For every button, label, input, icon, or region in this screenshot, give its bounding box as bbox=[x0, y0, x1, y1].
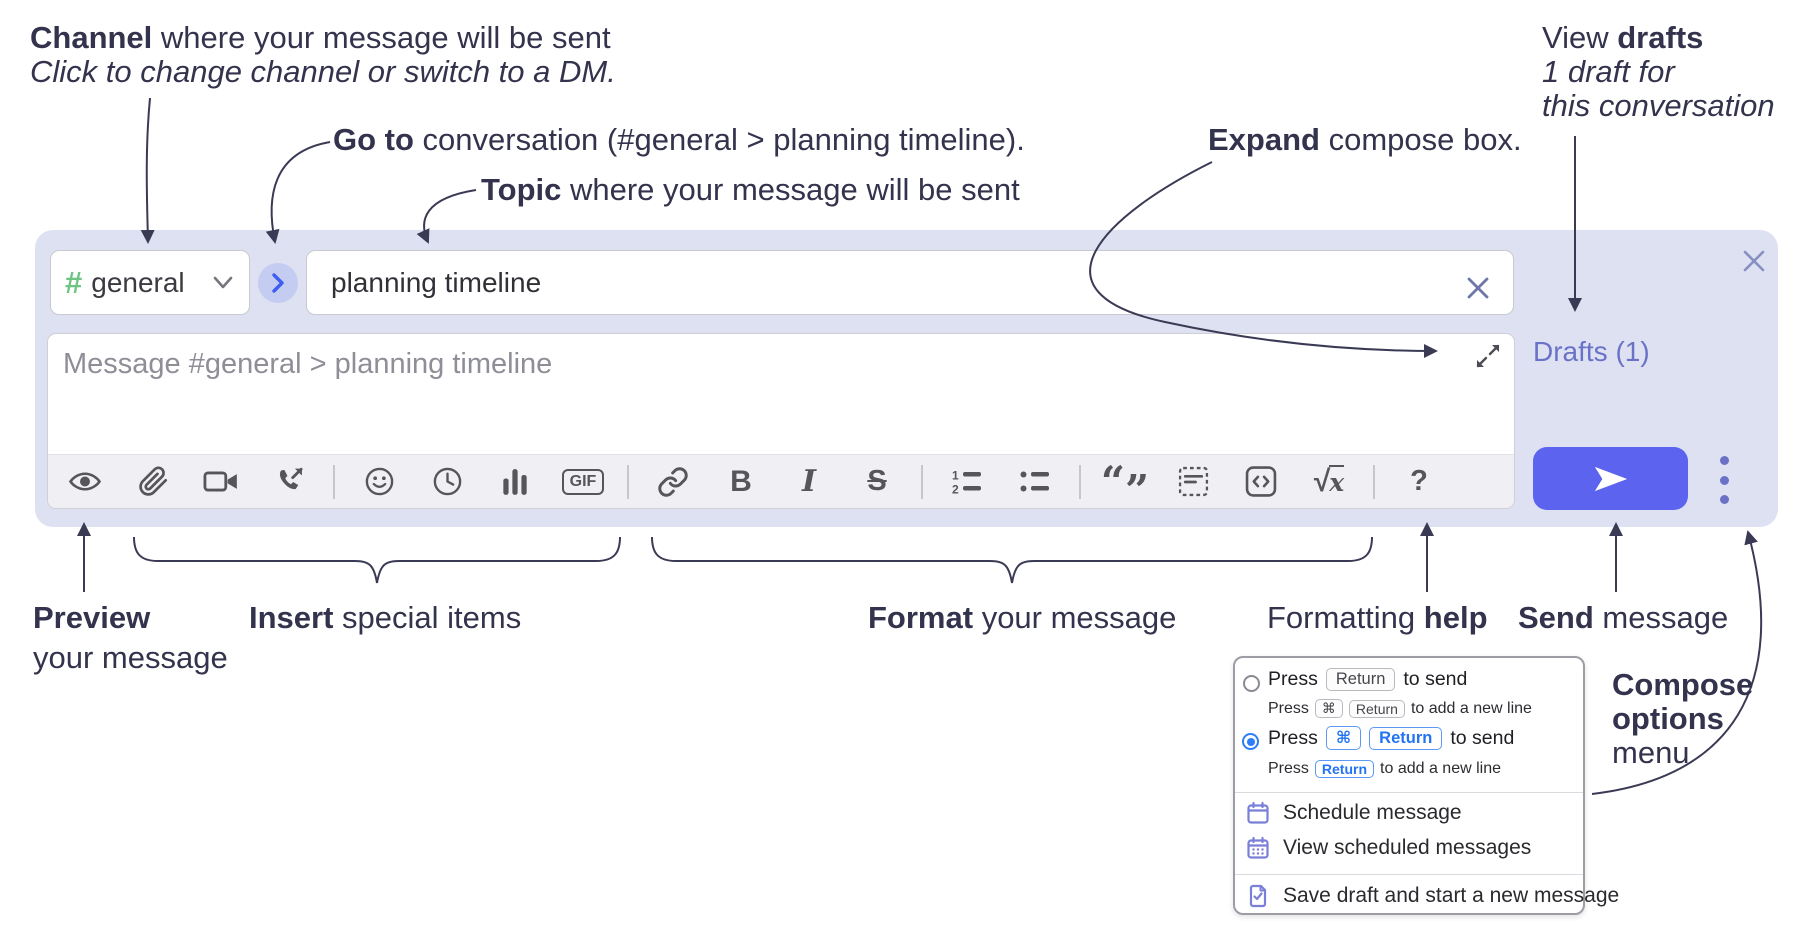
compose-options-menu-icon[interactable] bbox=[1712, 456, 1736, 504]
code-icon[interactable] bbox=[1227, 455, 1295, 509]
gif-icon[interactable]: GIF bbox=[549, 455, 617, 509]
toolbar-divider bbox=[1363, 455, 1385, 509]
popup-separator bbox=[1235, 792, 1583, 793]
annotation-view-drafts-bold: drafts bbox=[1617, 20, 1704, 55]
popup-separator bbox=[1235, 874, 1583, 875]
kbd-return: Return bbox=[1348, 699, 1405, 718]
topic-input[interactable] bbox=[306, 250, 1514, 315]
math-icon[interactable]: √x bbox=[1313, 464, 1345, 498]
poll-icon[interactable] bbox=[481, 455, 549, 509]
channel-selector[interactable]: # general bbox=[50, 250, 250, 315]
kbd-cmd: ⌘ bbox=[1314, 699, 1343, 718]
label-format: Format your message bbox=[868, 600, 1177, 635]
annotation-topic: Topic where your message will be sent bbox=[481, 172, 1020, 208]
strikethrough-icon[interactable]: S bbox=[867, 465, 887, 497]
chevron-down-icon bbox=[213, 276, 233, 288]
quote-icon[interactable]: “” bbox=[1100, 456, 1150, 515]
menu-item-view-scheduled[interactable]: View scheduled messages bbox=[1246, 836, 1531, 860]
annotation-channel-bold: Channel bbox=[30, 20, 153, 55]
menu-item-save-draft[interactable]: Save draft and start a new message bbox=[1246, 884, 1619, 908]
label-insert: Insert special items bbox=[249, 600, 522, 635]
svg-text:2: 2 bbox=[952, 483, 959, 496]
send-button[interactable] bbox=[1533, 447, 1688, 510]
channel-name: general bbox=[91, 266, 185, 298]
annotation-view-drafts-line2: 1 draft for bbox=[1542, 54, 1675, 89]
annotation-topic-rest: where your message will be sent bbox=[561, 172, 1020, 207]
annotation-goto-bold: Go to bbox=[333, 122, 414, 157]
attach-file-icon[interactable] bbox=[119, 455, 187, 509]
annotation-goto-rest: conversation (#general > planning timeli… bbox=[413, 122, 1025, 157]
annotation-topic-bold: Topic bbox=[481, 172, 562, 207]
compose-options-popup bbox=[1233, 656, 1585, 915]
toolbar-divider bbox=[1069, 455, 1091, 509]
label-formatting-help: Formatting help bbox=[1267, 600, 1488, 635]
send-icon bbox=[1594, 466, 1627, 491]
popup-option1[interactable]: Press Return to send bbox=[1268, 668, 1468, 691]
annotation-expand: Expand compose box. bbox=[1208, 122, 1522, 158]
arrow-goto bbox=[265, 141, 331, 244]
message-placeholder: Message #general > planning timeline bbox=[63, 348, 553, 380]
kbd-return: Return bbox=[1325, 668, 1396, 691]
kbd-return: Return bbox=[1314, 760, 1375, 778]
popup-option2-sub: Press Return to add a new line bbox=[1268, 760, 1502, 778]
drafts-link[interactable]: Drafts (1) bbox=[1533, 336, 1650, 367]
emoji-icon[interactable] bbox=[345, 455, 413, 509]
close-compose-icon[interactable] bbox=[1739, 246, 1769, 276]
annotation-view-drafts-line3: this conversation bbox=[1542, 88, 1775, 123]
label-preview-line2: your message bbox=[33, 640, 228, 675]
annotation-expand-rest: compose box. bbox=[1319, 122, 1522, 157]
message-box[interactable]: Message #general > planning timeline bbox=[47, 333, 1515, 515]
kbd-return: Return bbox=[1369, 726, 1443, 750]
annotation-channel-rest: where your message will be sent bbox=[152, 20, 611, 55]
channel-hash-icon: # bbox=[65, 264, 83, 300]
arrow-channel bbox=[140, 97, 155, 244]
toolbar-divider bbox=[911, 455, 933, 509]
menu-item-schedule-message[interactable]: Schedule message bbox=[1246, 801, 1462, 825]
popup-option2[interactable]: Press ⌘ Return to send bbox=[1268, 726, 1515, 750]
popup-option1-sub: Press ⌘ Return to add a new line bbox=[1268, 699, 1532, 718]
annotation-channel-line2: Click to change channel or switch to a D… bbox=[30, 54, 616, 89]
label-preview: Preview bbox=[33, 600, 151, 635]
preview-eye-icon[interactable] bbox=[51, 455, 119, 509]
expand-compose-icon[interactable] bbox=[1474, 342, 1502, 370]
svg-text:1: 1 bbox=[952, 469, 959, 483]
compose-box: # general Message #general > planning ti… bbox=[35, 230, 1778, 527]
calendar-icon bbox=[1247, 801, 1269, 824]
brace-format bbox=[651, 536, 1373, 584]
help-icon[interactable]: ? bbox=[1410, 465, 1428, 497]
label-send: Send message bbox=[1518, 600, 1729, 635]
annotation-expand-bold: Expand bbox=[1208, 122, 1320, 157]
link-icon[interactable] bbox=[639, 455, 707, 509]
numbered-list-icon[interactable]: 1 2 bbox=[933, 455, 1001, 509]
italic-icon[interactable]: I bbox=[801, 464, 817, 499]
radio-enter-sends[interactable] bbox=[1243, 675, 1260, 692]
bulleted-list-icon[interactable] bbox=[1001, 455, 1069, 509]
toolbar-divider bbox=[323, 455, 345, 509]
annotation-view-drafts-pre: View bbox=[1542, 20, 1618, 55]
draft-document-icon bbox=[1249, 884, 1267, 908]
video-call-icon[interactable] bbox=[187, 455, 255, 509]
radio-cmd-enter-sends[interactable] bbox=[1242, 733, 1259, 750]
chevron-right-icon bbox=[272, 273, 284, 293]
annotation-channel: Channel where your message will be sent bbox=[30, 20, 611, 56]
kbd-cmd: ⌘ bbox=[1325, 726, 1362, 750]
topic-clear-icon[interactable] bbox=[1465, 275, 1491, 301]
voice-call-icon[interactable] bbox=[255, 455, 323, 509]
calendar-dots-icon bbox=[1247, 836, 1269, 859]
compose-toolbar: GIF B I S 1 bbox=[48, 454, 1514, 515]
annotation-view-drafts: View drafts bbox=[1542, 20, 1703, 56]
toolbar-divider bbox=[617, 455, 639, 509]
brace-insert bbox=[133, 536, 621, 584]
spoiler-icon[interactable] bbox=[1159, 455, 1227, 509]
goto-conversation-button[interactable] bbox=[258, 263, 298, 303]
annotation-goto: Go to conversation (#general > planning … bbox=[333, 122, 1025, 158]
label-compose-options: Compose options menu bbox=[1612, 667, 1754, 770]
global-time-icon[interactable] bbox=[413, 455, 481, 509]
bold-icon[interactable]: B bbox=[730, 464, 752, 498]
